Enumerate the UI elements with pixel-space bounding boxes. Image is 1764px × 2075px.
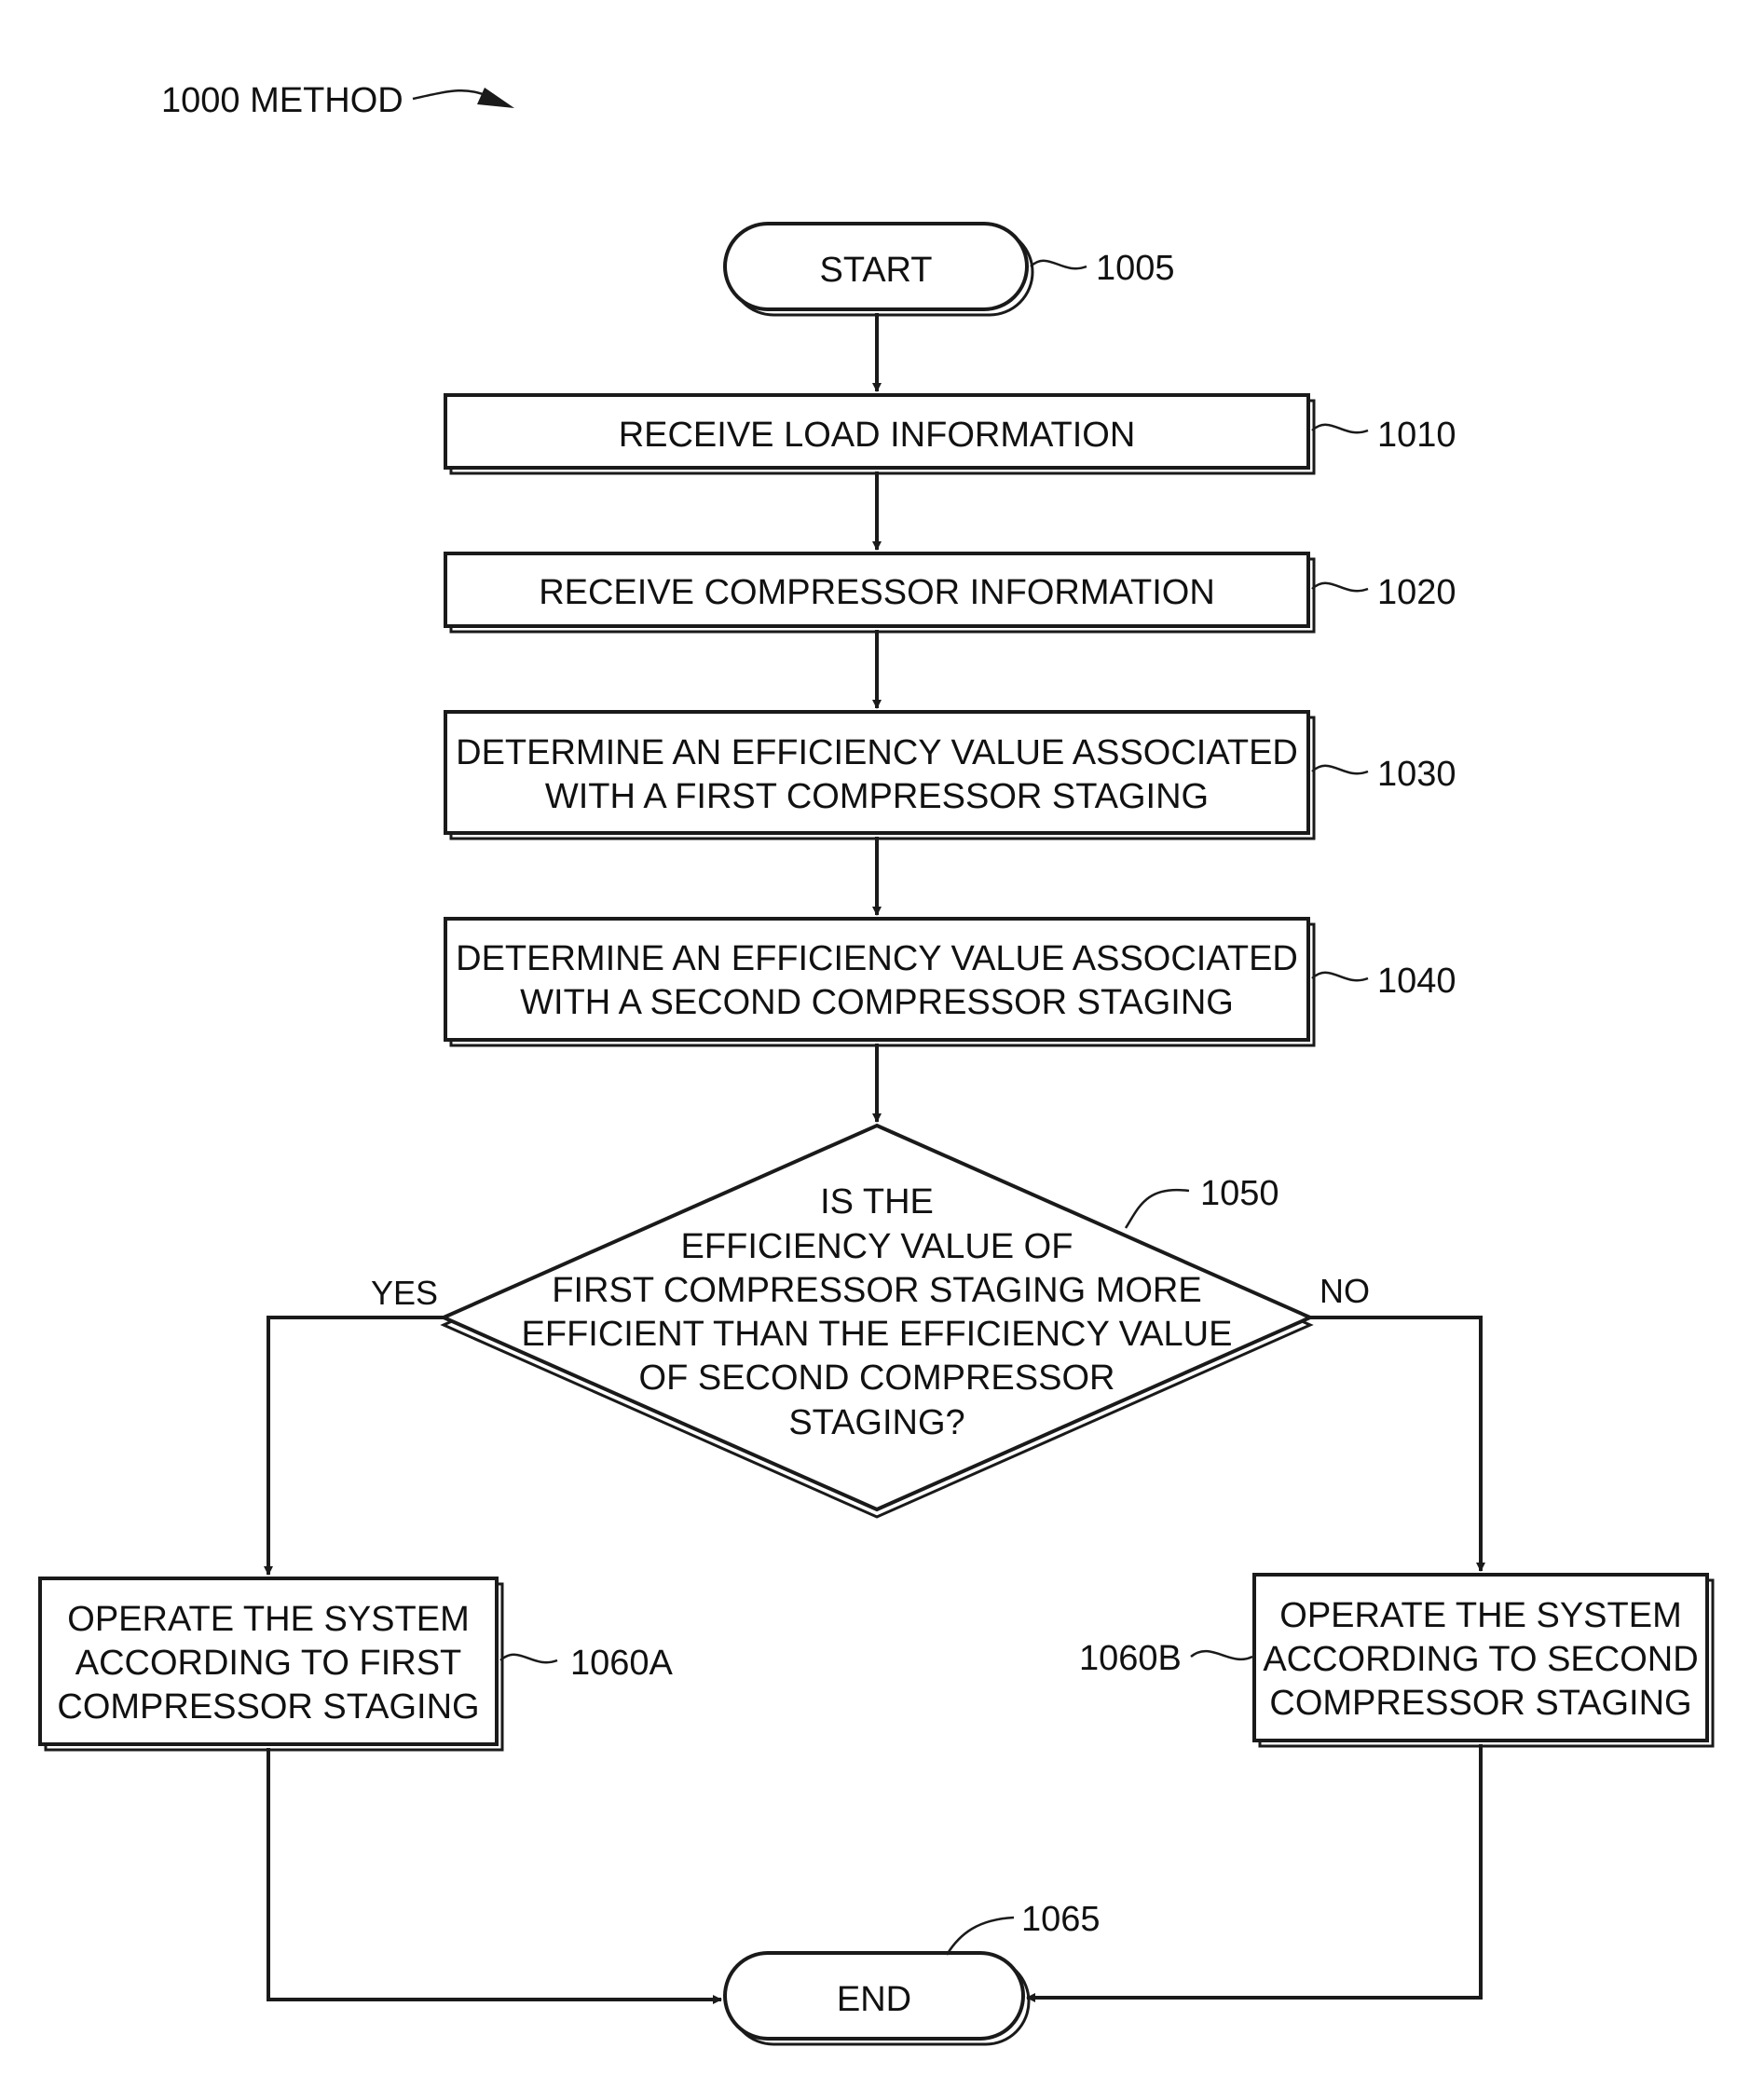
step-1010-ref: 1010 (1377, 416, 1456, 455)
branch-yes-line-1: OPERATE THE SYSTEM (67, 1600, 469, 1639)
yes-label: YES (371, 1274, 438, 1312)
step-1020-label: RECEIVE COMPRESSOR INFORMATION (539, 573, 1215, 612)
end-ref: 1065 (1021, 1900, 1101, 1939)
step-operate-first-staging: OPERATE THE SYSTEM ACCORDING TO FIRST CO… (40, 1578, 674, 1750)
decision-line-3: FIRST COMPRESSOR STAGING MORE (552, 1271, 1201, 1310)
step-1010-leader (1312, 425, 1368, 432)
branch-no-ref: 1060B (1079, 1639, 1182, 1678)
decision-line-4: EFFICIENT THAN THE EFFICIENCY VALUE (522, 1315, 1233, 1354)
end-terminal: END 1065 (725, 1900, 1101, 2044)
start-ref-leader (1031, 261, 1087, 268)
arrow-no-to-1060b (1310, 1317, 1481, 1571)
arrow-1060a-to-end (268, 1748, 721, 2000)
arrow-yes-to-1060a (268, 1317, 444, 1575)
step-1020-leader (1312, 583, 1368, 591)
branch-no-line-2: ACCORDING TO SECOND (1263, 1640, 1698, 1679)
start-ref-number: 1005 (1096, 249, 1175, 288)
method-pointer-line (413, 90, 489, 99)
step-1040-ref: 1040 (1377, 962, 1456, 1001)
step-1030-leader (1312, 766, 1368, 773)
method-pointer-arrow-icon (477, 88, 514, 108)
decision-line-6: STAGING? (788, 1403, 964, 1442)
step-receive-load-information: RECEIVE LOAD INFORMATION 1010 (445, 395, 1456, 473)
method-title: 1000 METHOD (161, 81, 403, 120)
end-ref-leader (947, 1918, 1014, 1955)
branch-yes-line-3: COMPRESSOR STAGING (57, 1687, 479, 1727)
branch-yes-ref: 1060A (570, 1644, 674, 1683)
end-label: END (837, 1980, 911, 2019)
decision-line-2: EFFICIENCY VALUE OF (681, 1227, 1073, 1266)
decision-ref: 1050 (1200, 1174, 1279, 1213)
decision-line-5: OF SECOND COMPRESSOR (639, 1358, 1115, 1398)
branch-no-leader (1191, 1651, 1252, 1659)
start-label: START (819, 251, 932, 290)
step-1030-line-1: DETERMINE AN EFFICIENCY VALUE ASSOCIATED (456, 733, 1298, 772)
arrow-1060b-to-end (1027, 1744, 1481, 1998)
step-1030-line-2: WITH A FIRST COMPRESSOR STAGING (545, 777, 1209, 816)
step-receive-compressor-information: RECEIVE COMPRESSOR INFORMATION 1020 (445, 553, 1456, 632)
step-1040-leader (1312, 973, 1368, 980)
no-label: NO (1320, 1272, 1370, 1310)
step-determine-second-efficiency: DETERMINE AN EFFICIENCY VALUE ASSOCIATED… (445, 919, 1456, 1045)
step-1040-line-1: DETERMINE AN EFFICIENCY VALUE ASSOCIATED (456, 939, 1298, 978)
step-1020-ref: 1020 (1377, 573, 1456, 612)
branch-no-line-3: COMPRESSOR STAGING (1269, 1684, 1691, 1723)
decision-efficiency-comparison: IS THE EFFICIENCY VALUE OF FIRST COMPRES… (371, 1126, 1370, 1517)
start-terminal: START 1005 (725, 224, 1175, 315)
step-operate-second-staging: OPERATE THE SYSTEM ACCORDING TO SECOND C… (1079, 1575, 1713, 1746)
step-1010-label: RECEIVE LOAD INFORMATION (619, 416, 1136, 455)
decision-line-1: IS THE (820, 1182, 934, 1222)
step-1040-line-2: WITH A SECOND COMPRESSOR STAGING (520, 983, 1234, 1022)
step-determine-first-efficiency: DETERMINE AN EFFICIENCY VALUE ASSOCIATED… (445, 712, 1456, 839)
method-header: 1000 METHOD (161, 81, 514, 120)
branch-yes-line-2: ACCORDING TO FIRST (75, 1644, 462, 1683)
step-1030-ref: 1030 (1377, 755, 1456, 794)
decision-ref-leader (1126, 1190, 1189, 1228)
branch-no-line-1: OPERATE THE SYSTEM (1279, 1596, 1681, 1635)
branch-yes-leader (500, 1655, 557, 1662)
